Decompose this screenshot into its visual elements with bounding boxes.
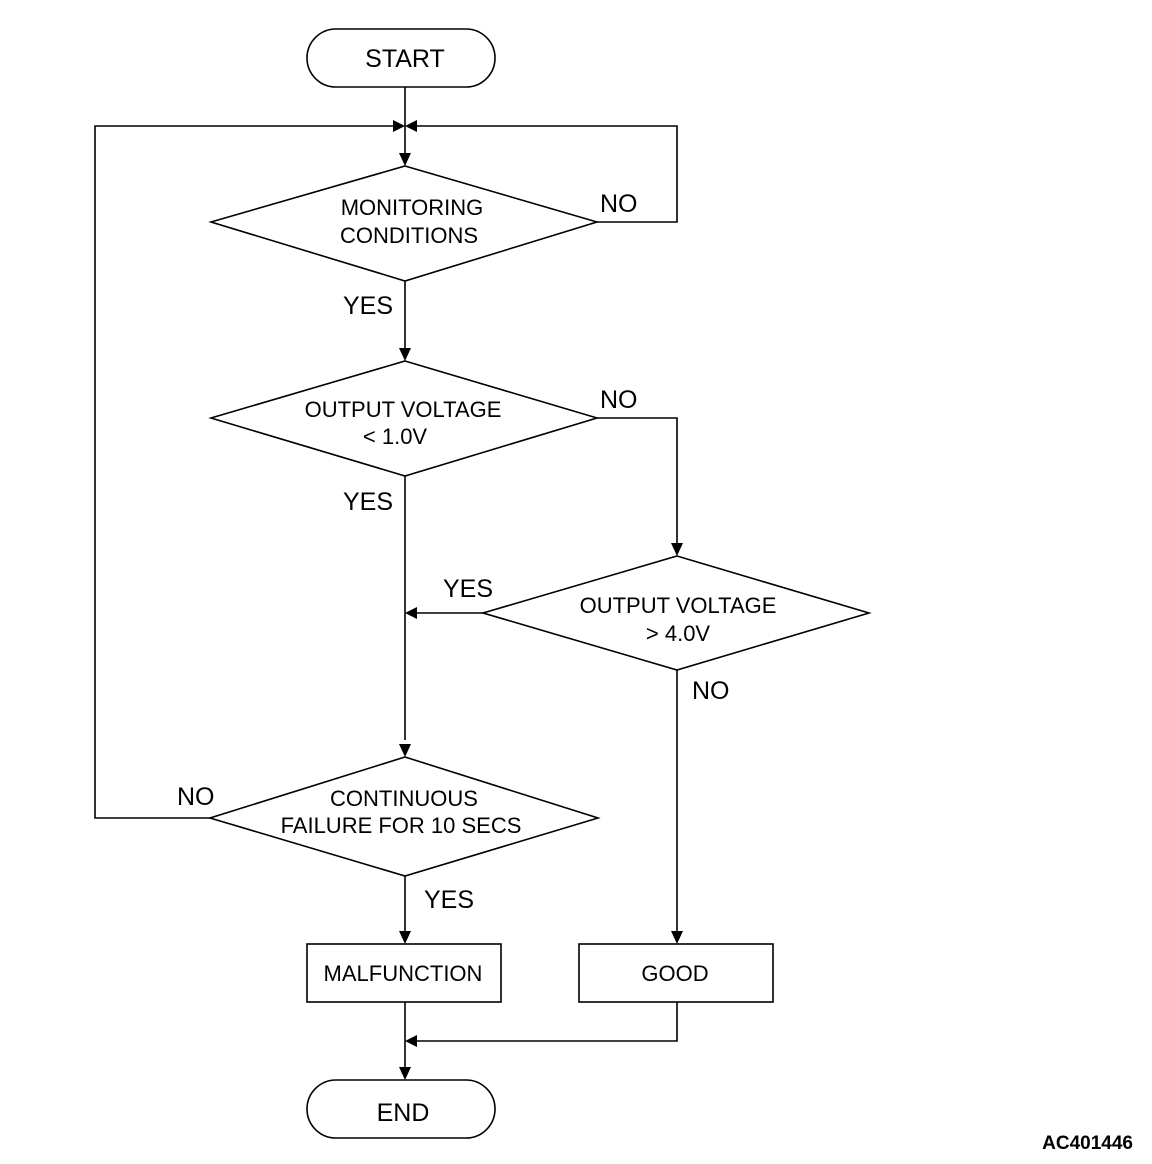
good-box: GOOD [578, 943, 774, 1003]
low-yes-label: YES [343, 488, 393, 516]
decision-monitoring-conditions: MONITORING CONDITIONS [208, 165, 600, 282]
decision-output-voltage-high: OUTPUT VOLTAGE > 4.0V [480, 555, 872, 671]
monitoring-yes-label: YES [343, 292, 393, 320]
arrow-into-high [671, 543, 683, 556]
low-no-label: NO [600, 386, 638, 414]
monitoring-no-label: NO [600, 190, 638, 218]
connector-low-no [597, 417, 678, 549]
arrow-left-loop [393, 120, 405, 132]
end-label: END [377, 1099, 430, 1127]
connector-monitoring-no-loop [414, 125, 678, 223]
decision-output-voltage-low: OUTPUT VOLTAGE < 1.0V [208, 360, 600, 477]
arrow-into-low [399, 348, 411, 361]
connector-good-to-end [414, 1002, 678, 1042]
good-label: GOOD [641, 961, 708, 986]
start-label: START [365, 45, 445, 73]
low-line2: < 1.0V [363, 424, 428, 449]
high-yes-label: YES [443, 575, 493, 603]
connector-continuous-no-loop [94, 125, 396, 819]
arrow-into-end [399, 1067, 411, 1080]
monitoring-line2: CONDITIONS [340, 223, 478, 248]
start-terminal: START [306, 28, 496, 88]
high-line1: OUTPUT VOLTAGE [580, 593, 777, 618]
continuous-no-label: NO [177, 783, 215, 811]
arrow-right-loop [405, 120, 417, 132]
continuous-yes-label: YES [424, 886, 474, 914]
low-line1: OUTPUT VOLTAGE [305, 397, 502, 422]
arrow-into-monitoring [399, 153, 411, 166]
high-no-label: NO [692, 677, 730, 705]
continuous-line1: CONTINUOUS [330, 786, 478, 811]
arrow-into-malfunction [399, 931, 411, 944]
monitoring-line1: MONITORING [341, 195, 484, 220]
arrow-into-good [671, 931, 683, 944]
arrow-good-join [405, 1035, 417, 1047]
arrow-into-continuous [399, 744, 411, 757]
malfunction-box: MALFUNCTION [306, 943, 502, 1003]
figure-code: AC401446 [1042, 1133, 1133, 1154]
high-line2: > 4.0V [646, 621, 711, 646]
decision-continuous-failure: CONTINUOUS FAILURE FOR 10 SECS [207, 756, 601, 877]
end-terminal: END [306, 1079, 496, 1139]
continuous-line2: FAILURE FOR 10 SECS [281, 813, 522, 838]
arrow-high-yes [405, 607, 417, 619]
malfunction-label: MALFUNCTION [324, 961, 483, 986]
